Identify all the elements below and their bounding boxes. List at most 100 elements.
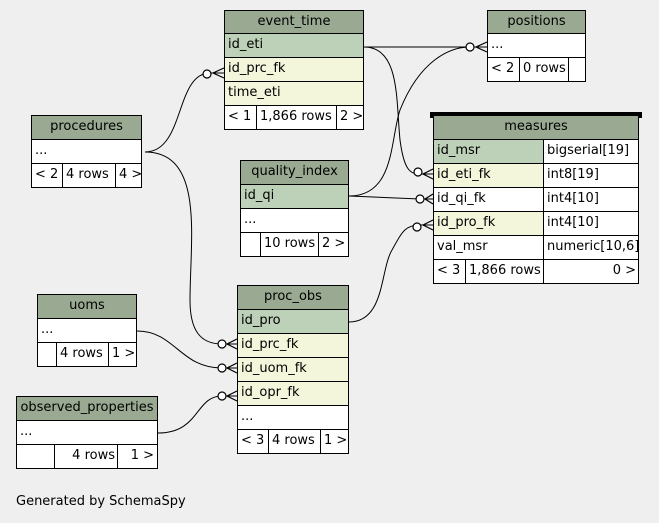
- column-name: ...: [20, 424, 33, 439]
- column-row: ...: [37, 318, 137, 343]
- table-header: event_time: [224, 10, 364, 34]
- table-footer: 4 rows 1 >: [37, 342, 137, 367]
- row-count: 0 rows: [519, 58, 569, 81]
- table-title: positions: [507, 14, 566, 29]
- edge-event_time-measures: [363, 46, 433, 175]
- column-name: id_pro: [241, 313, 281, 328]
- table-title: event_time: [257, 14, 331, 29]
- table-header: proc_obs: [237, 285, 349, 310]
- column-name: id_opr_fk: [241, 385, 300, 400]
- table-title: observed_properties: [20, 400, 154, 415]
- column-type: int4[10]: [543, 188, 638, 211]
- fk-circle: [415, 194, 425, 204]
- row-count: 1,866 rows: [465, 260, 544, 283]
- table-title: procedures: [50, 119, 123, 134]
- table-footer: < 3 4 rows 1 >: [237, 429, 349, 454]
- column-name: id_uom_fk: [241, 361, 307, 376]
- column-row: id_qi_fk int4[10]: [433, 187, 639, 212]
- table-header: measures: [433, 115, 639, 140]
- table-header: procedures: [31, 115, 142, 140]
- table-header: observed_properties: [16, 396, 158, 421]
- fk-circle: [217, 391, 227, 401]
- children-count: 4 >: [115, 164, 141, 187]
- table-footer: < 3 1,866 rows 0 >: [433, 259, 639, 284]
- row-count: 4 rows: [54, 445, 119, 468]
- column-name: val_msr: [437, 239, 488, 254]
- column-name: id_eti: [228, 37, 264, 52]
- edge-proc_obs-measures: [348, 224, 433, 323]
- edge-quality_index-positions: [348, 46, 471, 197]
- table-footer: 10 rows 2 >: [240, 232, 349, 257]
- column-row: id_msr bigserial[19]: [433, 139, 639, 164]
- column-row: time_eti: [224, 81, 364, 106]
- table-header: uoms: [37, 294, 137, 319]
- column-name: id_qi_fk: [437, 191, 486, 206]
- table-header: positions: [487, 10, 586, 34]
- column-row: id_eti_fk int8[19]: [433, 163, 639, 188]
- row-count: 4 rows: [56, 343, 109, 366]
- parents-count: [241, 233, 260, 256]
- row-count: 1,866 rows: [256, 106, 337, 129]
- fk-circle: [217, 339, 227, 349]
- column-row: id_pro_fk int4[10]: [433, 211, 639, 236]
- column-row: id_qi: [240, 184, 349, 209]
- column-name: id_eti_fk: [434, 164, 543, 187]
- table-header: quality_index: [240, 160, 349, 185]
- column-row: id_eti: [224, 33, 364, 58]
- fk-circle: [412, 222, 422, 232]
- table-title: proc_obs: [264, 289, 322, 304]
- column-row: id_prc_fk: [237, 333, 349, 358]
- column-row: val_msr numeric[10,6]: [433, 235, 639, 260]
- column-row: ...: [31, 139, 142, 164]
- column-row: id_uom_fk: [237, 357, 349, 382]
- parents-count: < 2: [35, 167, 59, 182]
- children-count: 0 >: [543, 260, 638, 283]
- table-title: measures: [504, 119, 568, 134]
- edge-procedures-event_time: [144, 72, 224, 153]
- children-count: 2 >: [336, 106, 363, 129]
- parents-count: [38, 343, 56, 366]
- children-count: 1 >: [108, 343, 136, 366]
- generated-by-label: Generated by SchemaSpy: [16, 494, 186, 509]
- column-name: time_eti: [228, 85, 281, 100]
- fk-circle: [413, 167, 423, 177]
- fk-circle: [202, 69, 212, 79]
- table-footer: < 1 1,866 rows 2 >: [224, 105, 364, 130]
- column-name: id_msr: [434, 140, 543, 163]
- table-footer: 4 rows 1 >: [16, 444, 158, 469]
- column-name: id_prc_fk: [241, 337, 299, 352]
- edge-uoms-proc_obs: [136, 330, 237, 369]
- parents-count: < 1: [228, 109, 252, 124]
- parents-count: < 3: [437, 263, 461, 278]
- children-count: 2 >: [318, 233, 348, 256]
- column-name: ...: [244, 212, 257, 227]
- table-footer: < 2 0 rows: [487, 57, 586, 82]
- column-type: bigserial[19]: [543, 140, 638, 163]
- fk-circle: [465, 42, 475, 52]
- column-type: int8[19]: [543, 164, 638, 187]
- column-row: ...: [487, 33, 586, 58]
- table-footer: < 2 4 rows 4 >: [31, 163, 142, 188]
- parents-count: < 2: [491, 61, 515, 76]
- column-name: id_prc_fk: [228, 61, 286, 76]
- column-row: ...: [16, 420, 158, 445]
- column-row: id_pro: [237, 309, 349, 334]
- column-name: ...: [241, 409, 254, 424]
- column-row: id_prc_fk: [224, 57, 364, 82]
- row-count: 4 rows: [268, 430, 321, 453]
- parents-count: < 3: [241, 433, 265, 448]
- table-title: uoms: [69, 298, 105, 313]
- children-count: [568, 58, 585, 81]
- table-title: quality_index: [251, 164, 338, 179]
- row-count: 4 rows: [62, 164, 116, 187]
- edge-procedures-proc_obs: [144, 151, 237, 345]
- column-row: id_opr_fk: [237, 381, 349, 406]
- edge-observed_properties-proc_obs: [157, 395, 237, 434]
- row-count: 10 rows: [260, 233, 319, 256]
- parents-count: [17, 445, 54, 468]
- column-name: id_pro_fk: [434, 212, 543, 235]
- column-name: ...: [491, 37, 504, 52]
- column-name: id_qi: [244, 188, 275, 203]
- column-name: ...: [41, 322, 54, 337]
